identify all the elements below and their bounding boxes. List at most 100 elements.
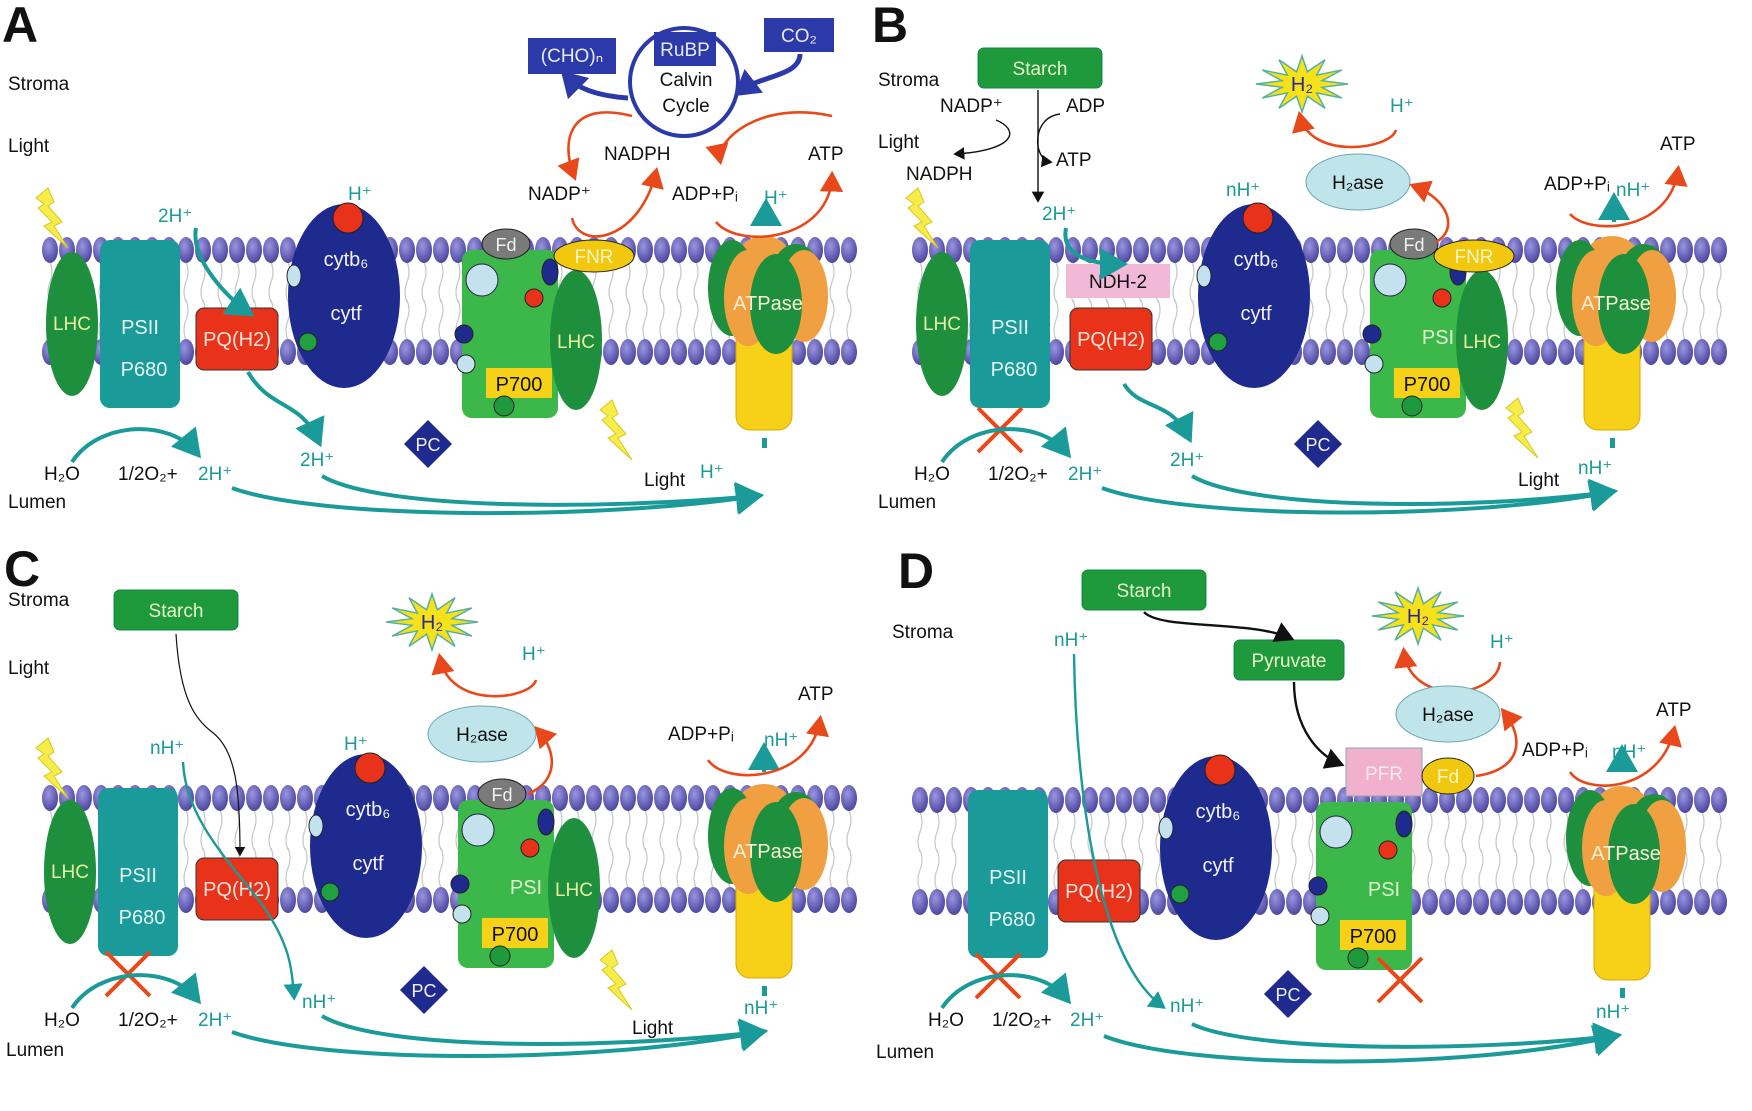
lipid-head: [212, 237, 228, 263]
proton-gradient-arrow: [231, 483, 764, 516]
lipid-tail: [846, 261, 852, 303]
lipid-head: [263, 237, 279, 263]
lipid-tail: [829, 261, 835, 303]
stroma-label: Stroma: [8, 74, 70, 95]
lipid-head: [1269, 889, 1285, 915]
h2o-label: H₂O: [928, 1010, 964, 1031]
lipid-head: [841, 785, 857, 811]
lipid-head: [688, 785, 704, 811]
lipid-head: [1473, 787, 1489, 813]
h2-label: H₂: [1407, 606, 1429, 628]
atp-formation-arrow: [1568, 724, 1682, 787]
lipid-tail: [1682, 299, 1688, 341]
heme-red: [332, 202, 364, 234]
lipid-tail: [1699, 299, 1705, 341]
lipid-tail: [1529, 811, 1535, 853]
lipid-tail: [1512, 261, 1518, 303]
starch-label: Starch: [149, 601, 204, 622]
lipid-tail: [1716, 849, 1722, 891]
lipid-tail: [1070, 811, 1076, 853]
proton-label: nH⁺: [302, 992, 336, 1013]
cofactor-red: [1378, 840, 1398, 860]
lipid-head: [450, 237, 466, 263]
proton-gradient-arrow: [1103, 1025, 1622, 1064]
lipid-tail: [251, 809, 257, 851]
fd-label: Fd: [1437, 767, 1459, 788]
atpase-label: ATPase: [1581, 293, 1651, 315]
lipid-head: [1116, 237, 1132, 263]
lipid-head: [280, 887, 296, 913]
lipid-tail: [1699, 261, 1705, 303]
panel-letter: C: [4, 541, 40, 597]
lipid-head: [1048, 787, 1064, 813]
lipid-tail: [234, 809, 240, 851]
atp-synthase: ATPase: [1556, 236, 1676, 448]
lumen-label: Lumen: [6, 1040, 64, 1061]
lipid-head: [1456, 787, 1472, 813]
lipid-head: [946, 787, 962, 813]
calvin-label: Calvin: [660, 70, 713, 91]
proton-label: nH⁺: [1226, 180, 1260, 201]
h2o-label: H₂O: [44, 1010, 80, 1031]
atp-formation-arrow: [715, 170, 844, 239]
cofactor-light: [465, 263, 499, 297]
cofactor-light: [1319, 815, 1353, 849]
psi-label: PSI: [510, 877, 542, 899]
lipid-head: [1286, 787, 1302, 813]
psii-label: PSII: [121, 317, 159, 339]
lipid-head: [824, 237, 840, 263]
light-label: Light: [878, 132, 920, 153]
lipid-tail: [1274, 849, 1280, 891]
lipid-head: [1303, 339, 1319, 365]
proton-label: nH⁺: [1170, 996, 1204, 1017]
lipid-head: [671, 237, 687, 263]
lipid-tail: [1546, 849, 1552, 891]
lipid-tail: [1087, 811, 1093, 853]
nadp-return-arrow: [557, 111, 633, 181]
proton-label: 2H⁺: [300, 450, 334, 471]
lhc-ii: [916, 252, 968, 396]
lipid-head: [433, 785, 449, 811]
lipid-head: [1048, 237, 1064, 263]
co2-box: [764, 18, 834, 52]
lipid-head: [946, 889, 962, 915]
cofactor-light: [1364, 354, 1384, 374]
lipid-head: [1354, 339, 1370, 365]
cytb6-label: cytb₆: [324, 249, 369, 271]
lipid-tail: [1716, 299, 1722, 341]
lipid-tail: [642, 261, 648, 303]
lipid-head: [841, 237, 857, 263]
proton-channel-mark: [1610, 438, 1615, 448]
proton-label: H⁺: [344, 734, 368, 755]
atp-label: ATP: [808, 144, 844, 165]
lipid-head: [1711, 787, 1727, 813]
pfr-label: PFR: [1365, 764, 1403, 785]
lipid-tail: [404, 299, 410, 341]
lipid-head: [1082, 787, 1098, 813]
psii-body: [98, 788, 178, 956]
starch-box: [1081, 569, 1207, 611]
starch-box: [113, 589, 239, 631]
lipid-tail: [302, 809, 308, 851]
fe-s-cluster: [1158, 816, 1174, 840]
lipid-head: [1286, 889, 1302, 915]
lipid-tail: [1172, 261, 1178, 303]
lipid-head: [620, 785, 636, 811]
light-label: Light: [8, 136, 50, 157]
lipid-head: [178, 887, 194, 913]
psi-label: PSI: [1368, 879, 1400, 901]
lipid-head: [1694, 237, 1710, 263]
cofactor-blue: [1362, 324, 1382, 344]
p680-label: P680: [119, 907, 166, 929]
lipid-head: [790, 887, 806, 913]
lipid-tail: [642, 809, 648, 851]
adp-pi-label: ADP+Pᵢ: [1522, 740, 1588, 761]
lipid-head: [1677, 339, 1693, 365]
lipid-head: [654, 339, 670, 365]
lipid-head: [603, 785, 619, 811]
lipid-tail: [421, 809, 427, 851]
